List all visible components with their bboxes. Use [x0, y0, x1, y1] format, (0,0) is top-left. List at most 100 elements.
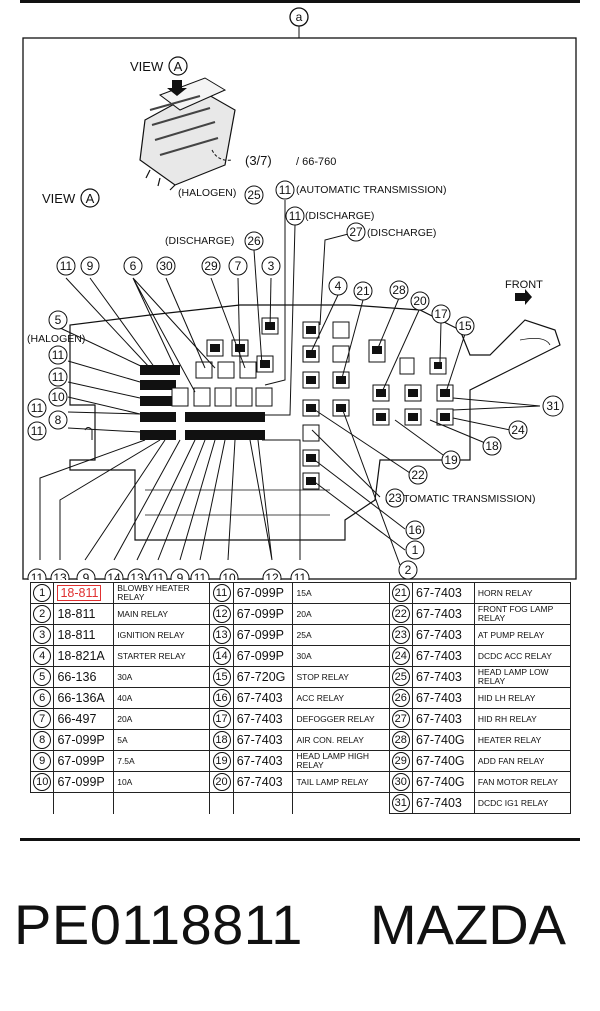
svg-text:19: 19 — [444, 453, 458, 467]
right-num: 27 — [391, 710, 410, 728]
right-num: 31 — [391, 794, 410, 812]
right-num: 28 — [391, 731, 410, 749]
svg-text:11: 11 — [31, 424, 44, 438]
mid-num-cell: 13 — [209, 624, 234, 646]
mid-num: 11 — [212, 584, 231, 602]
annot-halogen-25: (HALOGEN) — [178, 187, 236, 199]
left-desc-cell: BLOWBY HEATER RELAY — [113, 582, 211, 604]
left-part: 66-136A — [57, 691, 105, 705]
mid-desc-cell: 25A — [292, 624, 390, 646]
right-num: 25 — [391, 668, 410, 686]
mid-part: 67-099P — [236, 649, 284, 663]
callout-13-b: 13 — [127, 568, 147, 580]
left-num: 10 — [33, 773, 52, 791]
left-desc-cell: STARTER RELAY — [113, 645, 211, 667]
svg-text:23: 23 — [388, 491, 402, 505]
annot-auto-trans-23: (AUTOMATIC TRANSMISSION) — [385, 493, 536, 505]
top-border — [20, 0, 580, 3]
mid-part: 67-7403 — [236, 691, 283, 705]
callout-20: 20 — [410, 291, 430, 311]
reference-callout-a: a — [289, 7, 309, 38]
right-num-cell: 31 — [388, 792, 414, 814]
left-desc-cell: 10A — [113, 771, 211, 793]
right-num-cell: 22 — [388, 603, 414, 625]
callout-4: 4 — [328, 276, 348, 296]
callout-11-f: 11 — [27, 568, 47, 580]
leader-lines — [39, 200, 541, 566]
mid-num: 15 — [212, 668, 231, 686]
mid-num-cell: 19 — [209, 750, 234, 772]
svg-text:11: 11 — [289, 209, 302, 223]
mid-part-cell: 67-7403 — [232, 687, 294, 709]
view-letter-top: A — [174, 59, 183, 74]
right-num: 29 — [391, 752, 410, 770]
mid-desc-cell: HEAD LAMP HIGH RELAY — [292, 750, 390, 772]
svg-text:4: 4 — [335, 279, 342, 293]
svg-text:15: 15 — [458, 319, 472, 333]
svg-text:28: 28 — [392, 283, 406, 297]
left-num: 7 — [33, 710, 52, 728]
callout-11-dis: 11 — [285, 206, 305, 226]
callout-11-d: 11 — [27, 398, 47, 418]
left-num-cell: 2 — [29, 603, 55, 625]
svg-text:1: 1 — [412, 543, 419, 557]
right-part: 67-7403 — [416, 586, 462, 600]
right-desc-cell: HEATER RELAY — [473, 729, 572, 751]
mid-num-cell: 11 — [209, 582, 234, 604]
left-part-cell: 66-136 — [53, 666, 115, 688]
left-num-cell: 1 — [29, 582, 55, 604]
callout-12: 12 — [262, 568, 282, 580]
left-num: 8 — [33, 731, 52, 749]
left-num-cell: 7 — [29, 708, 55, 730]
right-num-cell: 28 — [388, 729, 414, 751]
svg-text:9: 9 — [83, 571, 90, 580]
mid-desc: DEFOGGER RELAY — [296, 713, 375, 724]
bottom-border — [20, 838, 580, 841]
left-desc-cell — [113, 792, 211, 814]
right-desc-cell: HID RH RELAY — [473, 708, 572, 730]
right-desc-cell: HORN RELAY — [473, 582, 572, 604]
right-desc-cell: AT PUMP RELAY — [473, 624, 572, 646]
right-part: 67-7403 — [416, 649, 462, 663]
left-desc-cell: 30A — [113, 666, 211, 688]
mid-desc: TAIL LAMP RELAY — [296, 776, 369, 787]
right-part-cell: 67-7403 — [412, 792, 475, 814]
mid-part-cell: 67-7403 — [232, 708, 294, 730]
mid-part-cell: 67-099P — [232, 645, 294, 667]
callout-13-a: 13 — [50, 568, 70, 580]
mid-desc-cell: DEFOGGER RELAY — [292, 708, 390, 730]
right-desc-cell: FRONT FOG LAMP RELAY — [473, 603, 572, 625]
svg-text:7: 7 — [235, 259, 242, 273]
left-part: 67-099P — [57, 733, 105, 747]
mid-part-cell: 67-720G — [232, 666, 294, 688]
callout-22: 22 — [408, 465, 428, 485]
svg-text:9: 9 — [87, 259, 94, 273]
front-arrow-icon — [515, 289, 532, 305]
left-num-cell: 6 — [29, 687, 55, 709]
left-desc-cell: 7.5A — [113, 750, 211, 772]
left-num-cell: 5 — [29, 666, 55, 688]
mid-desc-cell — [292, 792, 390, 814]
ref-letter: a — [296, 10, 303, 24]
mid-num-cell: 12 — [209, 603, 234, 625]
footer-brand: MAZDA — [370, 893, 566, 956]
callout-27: 27 — [346, 222, 366, 242]
right-part-cell: 67-740G — [412, 750, 475, 772]
svg-text:24: 24 — [511, 423, 525, 437]
right-num-cell: 27 — [388, 708, 414, 730]
callout-9-c: 9 — [170, 568, 190, 580]
left-num: 5 — [33, 668, 52, 686]
callout-28: 28 — [389, 280, 409, 300]
left-num-cell: 10 — [29, 771, 55, 793]
right-desc: FAN MOTOR RELAY — [477, 776, 558, 787]
left-part-cell — [53, 792, 115, 814]
svg-text:16: 16 — [408, 523, 422, 537]
callout-11-c: 11 — [48, 367, 68, 387]
left-part: 67-099P — [57, 754, 105, 768]
right-num: 23 — [391, 626, 410, 644]
right-desc: HORN RELAY — [477, 587, 533, 598]
left-desc: STARTER RELAY — [117, 650, 186, 661]
